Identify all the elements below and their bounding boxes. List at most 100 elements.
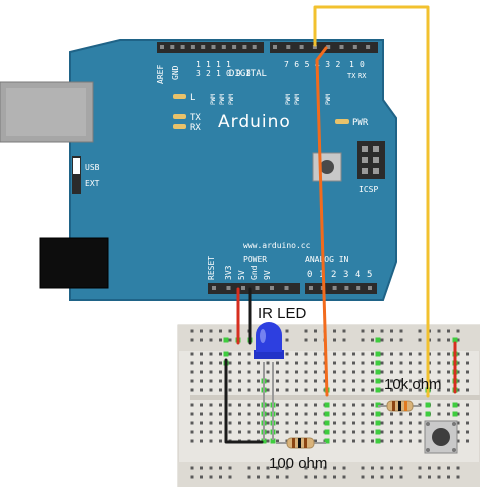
pwr-sel-jumper-cap [73, 158, 80, 174]
power-pin-label: 9V [263, 270, 272, 280]
connected-hole [270, 438, 276, 444]
breadboard-hole [190, 338, 194, 342]
breadboard-hole [399, 466, 403, 470]
breadboard-hole [371, 412, 374, 416]
connected-hole [375, 411, 381, 417]
breadboard-hole [466, 421, 469, 425]
connected-hole [375, 420, 381, 426]
breadboard-hole [447, 329, 450, 333]
breadboard-hole [361, 352, 365, 356]
breadboard-hole [361, 370, 365, 374]
breadboard-hole [456, 361, 460, 365]
breadboard-hole [323, 466, 327, 470]
breadboard-hole [219, 329, 222, 333]
breadboard-hole [314, 466, 317, 470]
breadboard-hole [257, 403, 260, 407]
breadboard-hole [190, 370, 194, 374]
digital-pin-digit: 3 [325, 60, 330, 69]
breadboard-hole [219, 421, 222, 425]
breadboard-hole [466, 439, 469, 443]
digital-pin-digit: 1 [216, 69, 221, 78]
breadboard-hole [190, 439, 194, 443]
breadboard-hole [380, 421, 384, 425]
breadboard-hole [304, 329, 308, 333]
breadboard-hole [238, 421, 241, 425]
pullup-resistor-label: 10k ohm [384, 376, 442, 393]
breadboard-hole [447, 370, 450, 374]
icsp-label: ICSP [359, 185, 378, 194]
breadboard-hole [409, 361, 412, 365]
breadboard-hole [295, 403, 298, 407]
breadboard-hole [447, 388, 450, 392]
header-pin [242, 45, 247, 49]
breadboard-hole [409, 412, 412, 416]
header-pin [190, 45, 195, 49]
breadboard-hole [219, 361, 222, 365]
icsp-pin [373, 168, 379, 174]
breadboard-hole [219, 352, 222, 356]
breadboard-hole [228, 352, 232, 356]
breadboard-hole [257, 466, 260, 470]
breadboard-hole [257, 430, 260, 434]
breadboard-hole [314, 388, 317, 392]
breadboard-hole [456, 338, 460, 342]
header-pin [366, 45, 371, 49]
breadboard-hole [266, 361, 270, 365]
breadboard-hole [342, 466, 346, 470]
power-header [208, 283, 300, 294]
breadboard-hole [390, 361, 393, 365]
header-pin [312, 45, 317, 49]
breadboard-hole [314, 352, 317, 356]
breadboard-hole [333, 329, 336, 333]
breadboard-hole [266, 370, 270, 374]
breadboard-hole [447, 466, 450, 470]
breadboard-hole [238, 388, 241, 392]
breadboard-hole [361, 439, 365, 443]
tx-rx-label: RX [358, 72, 367, 80]
breadboard-hole [200, 412, 203, 416]
breadboard-hole [342, 361, 346, 365]
connected-hole [375, 360, 381, 366]
header-pin [160, 45, 164, 49]
breadboard-hole [190, 475, 194, 479]
breadboard-hole [390, 370, 393, 374]
breadboard-hole [266, 403, 270, 407]
breadboard-hole [361, 379, 365, 383]
breadboard-hole [200, 370, 203, 374]
breadboard-hole [276, 361, 279, 365]
breadboard-hole [304, 370, 308, 374]
pwr-sel-jumper [72, 156, 81, 194]
connected-hole [452, 337, 458, 343]
breadboard-hole [219, 475, 222, 479]
header-pin [212, 286, 216, 290]
breadboard-hole [371, 352, 374, 356]
header-pin [356, 286, 361, 290]
breadboard-hole [390, 379, 393, 383]
breadboard-hole [285, 430, 289, 434]
breadboard-hole [352, 370, 355, 374]
connected-hole [425, 411, 431, 417]
breadboard-hole [447, 361, 450, 365]
header-pin [352, 45, 357, 49]
icsp-pin [362, 168, 368, 174]
pwm-label-5: PWM [294, 94, 301, 105]
breadboard-hole [456, 329, 460, 333]
ir-led-label: IR LED [258, 305, 307, 322]
breadboard-hole [333, 439, 336, 443]
breadboard-hole [447, 403, 450, 407]
breadboard-hole [238, 403, 241, 407]
header-pin [368, 286, 372, 290]
connected-hole [324, 420, 330, 426]
digital-pin-digit: 0 [226, 69, 231, 78]
breadboard-hole [285, 361, 289, 365]
breadboard-hole [209, 370, 213, 374]
breadboard-hole [371, 439, 374, 443]
breadboard-hole [295, 361, 298, 365]
breadboard-hole [276, 439, 279, 443]
analog-pin-label: 3 [343, 270, 348, 280]
breadboard-hole [266, 421, 270, 425]
breadboard-hole [219, 338, 222, 342]
breadboard-hole [285, 466, 289, 470]
breadboard-hole [209, 475, 213, 479]
breadboard-hole [371, 388, 374, 392]
